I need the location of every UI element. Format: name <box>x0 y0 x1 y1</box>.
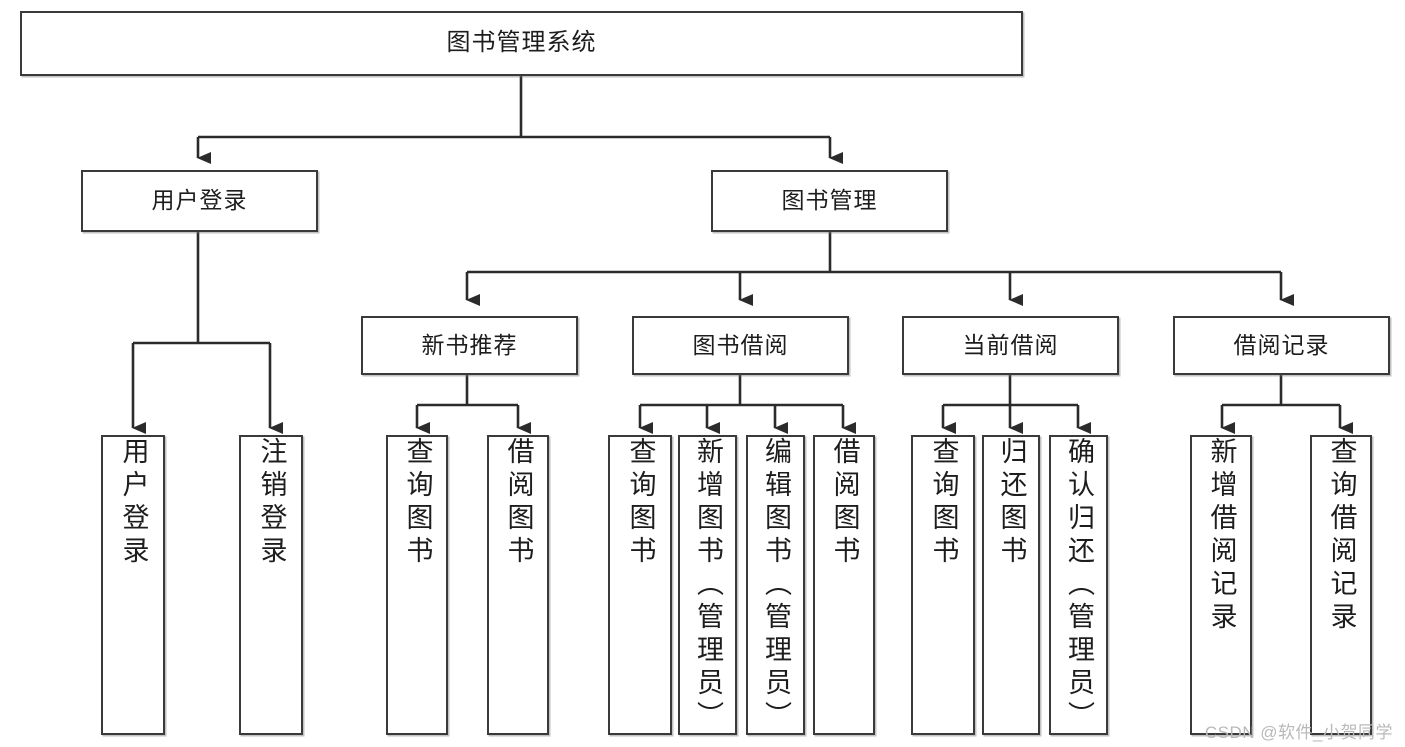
leaf-book-borrow-add[interactable]: 新增图书（管理员） <box>678 435 737 735</box>
node-label: 查询图书 <box>402 437 433 569</box>
node-label: 注销登录 <box>256 437 287 569</box>
node-label: 借阅图书 <box>503 437 534 569</box>
node-label: 归还图书 <box>996 437 1027 569</box>
node-label: 编辑图书（管理员） <box>761 437 791 734</box>
leaf-book-borrow-edit[interactable]: 编辑图书（管理员） <box>746 435 805 735</box>
node-label: 查询借阅记录 <box>1326 437 1357 635</box>
leaf-book-borrow-borrow[interactable]: 借阅图书 <box>813 435 875 735</box>
node-label: 查询图书 <box>928 437 959 569</box>
node-label: 用户登录 <box>151 187 248 214</box>
leaf-current-borrow-query[interactable]: 查询图书 <box>911 435 975 735</box>
leaf-user-login-login[interactable]: 用户登录 <box>101 435 165 735</box>
node-label: 图书管理系统 <box>446 29 597 57</box>
node-book-borrow[interactable]: 图书借阅 <box>632 316 849 375</box>
node-book-management[interactable]: 图书管理 <box>711 170 948 232</box>
node-label: 新书推荐 <box>421 331 518 358</box>
node-new-book-recommend[interactable]: 新书推荐 <box>361 316 578 375</box>
node-current-borrow[interactable]: 当前借阅 <box>902 316 1119 375</box>
node-label: 借阅记录 <box>1233 331 1330 358</box>
node-label: 图书借阅 <box>692 331 789 358</box>
leaf-new-book-borrow[interactable]: 借阅图书 <box>487 435 549 735</box>
leaf-current-borrow-return[interactable]: 归还图书 <box>982 435 1040 735</box>
node-label: 新增借阅记录 <box>1206 437 1237 635</box>
node-label: 查询图书 <box>625 437 656 569</box>
leaf-current-borrow-confirm-return[interactable]: 确认归还（管理员） <box>1049 435 1108 735</box>
leaf-borrow-record-add[interactable]: 新增借阅记录 <box>1190 435 1252 735</box>
leaf-new-book-query[interactable]: 查询图书 <box>386 435 448 735</box>
leaf-borrow-record-query[interactable]: 查询借阅记录 <box>1310 435 1372 735</box>
node-label: 当前借阅 <box>962 331 1059 358</box>
leaf-book-borrow-query[interactable]: 查询图书 <box>608 435 672 735</box>
node-book-management-system[interactable]: 图书管理系统 <box>20 11 1023 76</box>
node-label: 确认归还（管理员） <box>1064 437 1094 734</box>
node-label: 图书管理 <box>781 187 878 214</box>
node-borrow-record[interactable]: 借阅记录 <box>1173 316 1390 375</box>
node-label: 借阅图书 <box>829 437 860 569</box>
csdn-watermark: CSDN @软件_小贺同学 <box>1204 723 1393 742</box>
node-label: 新增图书（管理员） <box>693 437 723 734</box>
node-user-login[interactable]: 用户登录 <box>81 170 318 232</box>
leaf-user-login-logout[interactable]: 注销登录 <box>239 435 303 735</box>
node-label: 用户登录 <box>118 437 149 569</box>
